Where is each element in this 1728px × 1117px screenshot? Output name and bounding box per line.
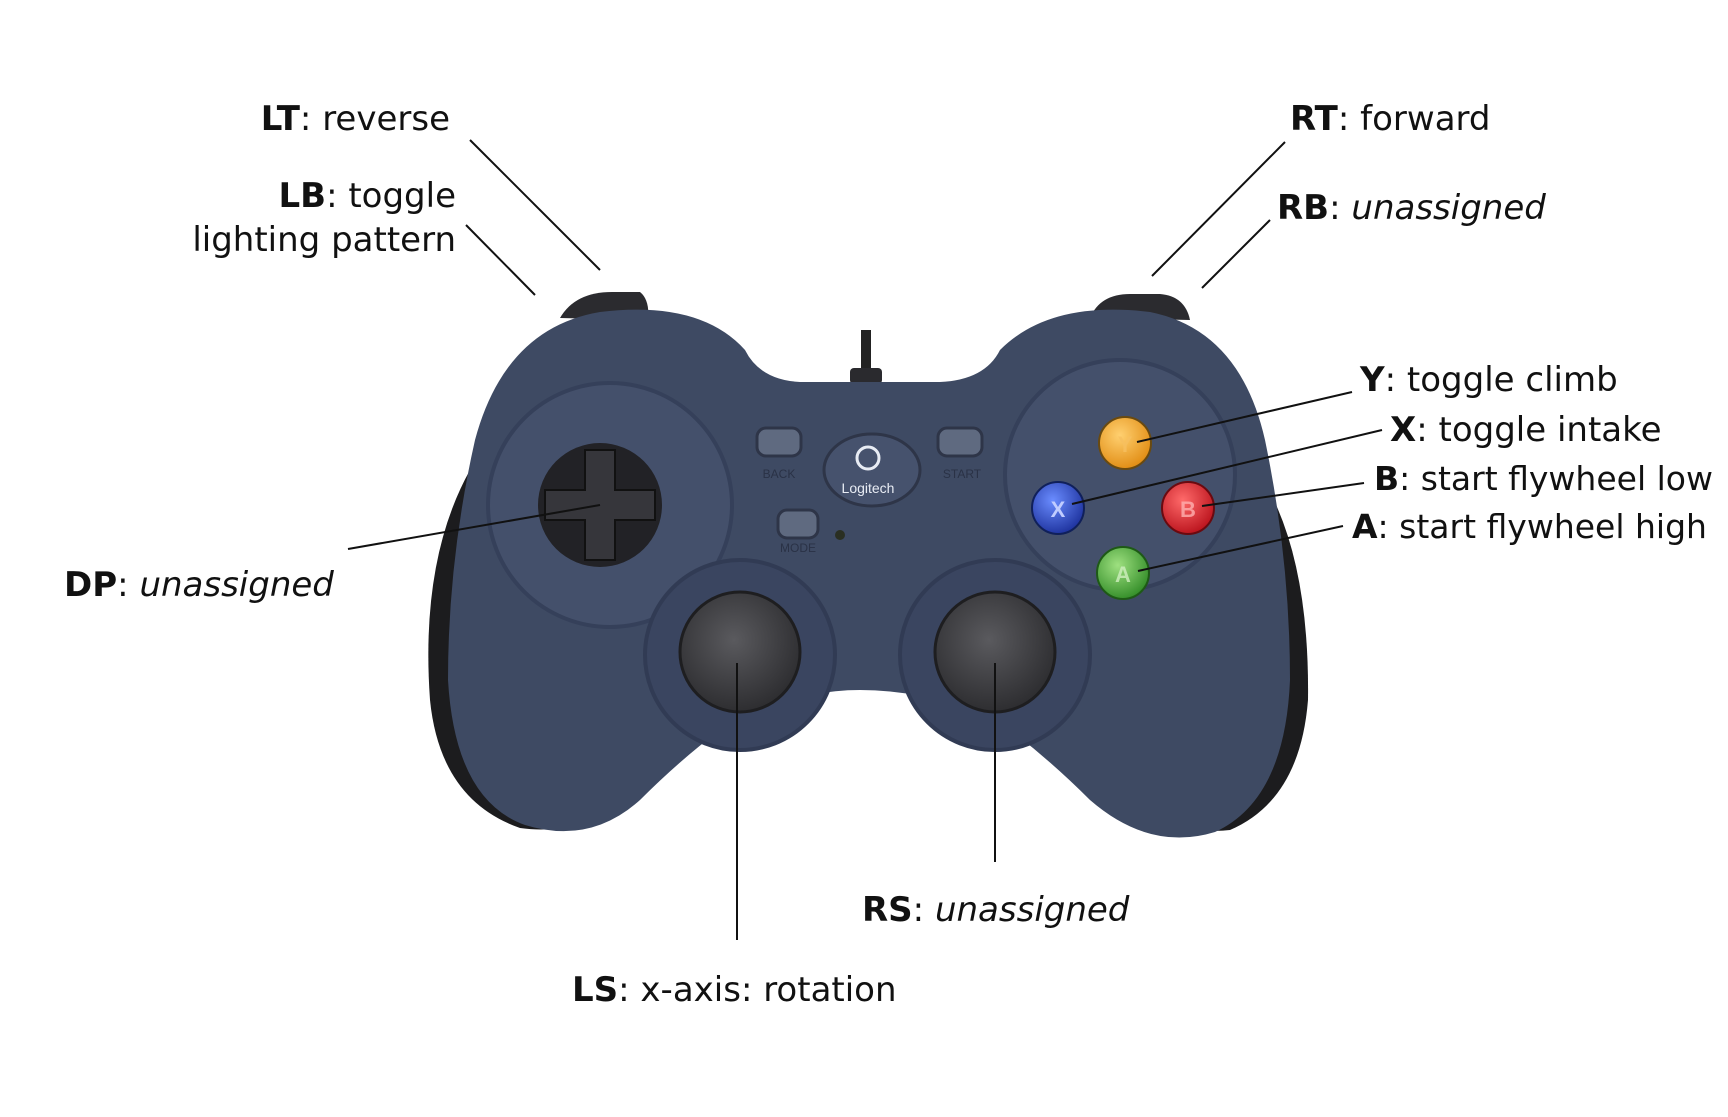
a-button[interactable] (1096, 546, 1150, 600)
label-x-key: X (1390, 410, 1417, 450)
start-button[interactable] (936, 426, 984, 458)
leader-lb (465, 224, 536, 296)
label-y-key: Y (1360, 360, 1385, 400)
label-b-text: start flywheel low (1410, 459, 1713, 498)
leader-lt (469, 139, 601, 271)
label-y-sep: : (1384, 360, 1397, 400)
mode-led (835, 530, 845, 540)
label-rs-sep: : (912, 890, 925, 930)
label-ls: LS: x-axis: rotation (572, 968, 897, 1012)
label-dp-sep: : (117, 565, 129, 605)
label-lb-key: LB (278, 176, 327, 216)
back-label: BACK (763, 467, 796, 481)
label-b-sep: : (1399, 459, 1411, 498)
leader-a (1137, 525, 1344, 572)
leader-x (1071, 429, 1383, 505)
back-button[interactable] (755, 426, 803, 458)
label-ls-sep: : (618, 970, 630, 1010)
label-rb: RB: unassigned (1277, 186, 1546, 230)
label-x-sep: : (1416, 410, 1428, 450)
cable-connector (850, 368, 882, 384)
b-button[interactable] (1161, 481, 1215, 535)
leader-rt (1151, 141, 1286, 277)
leader-y (1136, 391, 1353, 443)
label-a-key: A (1352, 507, 1378, 546)
label-rs-text: unassigned (934, 890, 1130, 930)
leader-b (1201, 482, 1365, 507)
b-button-glyph: B (1180, 497, 1196, 522)
label-lt-sep: : (299, 99, 312, 139)
label-lb-text: toggle (337, 176, 456, 216)
mode-button[interactable] (776, 508, 820, 540)
x-button-glyph: X (1051, 497, 1066, 522)
label-b: B: start flywheel low (1374, 457, 1713, 501)
a-button-glyph: A (1115, 562, 1131, 587)
label-rt: RT: forward (1290, 97, 1491, 141)
label-a-sep: : (1377, 507, 1389, 546)
label-dp-text: unassigned (139, 565, 334, 605)
label-rs-key: RS (862, 890, 913, 930)
label-lb: LB: toggle lighting pattern (192, 174, 456, 262)
label-a-text: start flywheel high (1388, 507, 1707, 546)
start-label: START (943, 467, 982, 481)
label-lb-sep: : (326, 176, 338, 216)
label-rt-key: RT (1290, 99, 1338, 139)
x-button[interactable] (1031, 481, 1085, 535)
label-y-text: toggle climb (1396, 360, 1618, 400)
label-y: Y: toggle climb (1360, 358, 1618, 402)
leader-dp (347, 504, 601, 550)
label-rt-text: forward (1349, 99, 1491, 139)
logo-mark (855, 445, 881, 471)
label-rt-sep: : (1337, 99, 1350, 139)
label-x: X: toggle intake (1390, 408, 1662, 452)
logo-plate (822, 432, 922, 508)
label-ls-key: LS (572, 970, 619, 1010)
label-ls-text: x-axis: rotation (629, 970, 897, 1010)
y-button[interactable] (1098, 416, 1152, 470)
brand-logo: Logitech (842, 480, 895, 496)
label-lb-line2: lighting pattern (192, 220, 456, 260)
y-button-glyph: Y (1118, 432, 1133, 457)
label-b-key: B (1374, 459, 1400, 498)
label-dp: DP: unassigned (64, 563, 334, 607)
label-rb-text: unassigned (1351, 188, 1546, 228)
left-stick[interactable] (678, 590, 802, 714)
leader-rb (1201, 219, 1271, 289)
label-lt: LT: reverse (261, 97, 450, 141)
mode-label: MODE (780, 541, 816, 555)
label-dp-key: DP (64, 565, 118, 605)
label-lt-text: reverse (311, 99, 450, 139)
label-x-text: toggle intake (1427, 410, 1662, 450)
label-rb-key: RB (1277, 188, 1330, 228)
label-rb-sep: : (1329, 188, 1341, 228)
label-rs: RS: unassigned (862, 888, 1129, 932)
label-a: A: start flywheel high (1352, 505, 1707, 549)
label-lt-key: LT (260, 99, 300, 139)
